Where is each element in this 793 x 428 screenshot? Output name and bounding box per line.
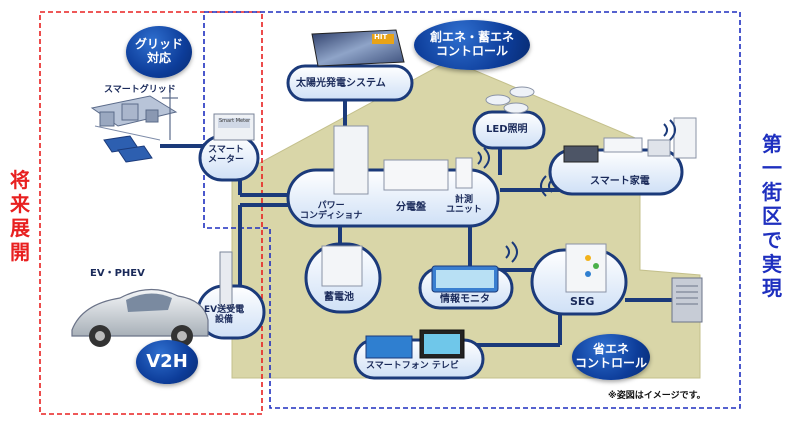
solar-brand-badge: HIT	[374, 33, 388, 41]
measurement-unit-device	[455, 157, 473, 189]
tv-screen	[424, 334, 460, 354]
ev-label: EV・PHEV	[90, 268, 145, 279]
solar-pill	[286, 64, 414, 102]
smartphone-device	[365, 335, 413, 359]
smart-meter-label: スマート メーター	[208, 145, 245, 165]
smart-appliances-label: スマート家電	[590, 176, 650, 187]
ev-charger-device	[219, 251, 233, 309]
district-region-border	[203, 11, 741, 409]
grid-badge: グリッド 対応	[126, 26, 192, 78]
vright-char-4: で	[762, 228, 782, 252]
vright-char-0: 第	[762, 132, 782, 156]
power-conditioner-label: パワー コンディショナ	[300, 201, 363, 221]
smart-appliances-illustration	[563, 117, 697, 163]
vleft-char-1: 来	[10, 192, 30, 216]
ev-charger-label: EV送受電 設備	[204, 305, 245, 325]
smart-grid-label: スマートグリッド	[104, 85, 176, 95]
power-conditioner-device	[333, 125, 369, 195]
smart-grid-illustration	[90, 90, 178, 163]
wireless-signal-icons	[477, 119, 676, 263]
future-region-label: 将来展開	[8, 168, 32, 264]
vright-char-3: 区	[762, 204, 782, 228]
vleft-char-0: 将	[10, 168, 30, 192]
vleft-char-3: 開	[10, 240, 30, 264]
smart-meter-screen-text: Smart Meter	[219, 118, 251, 124]
vright-char-2: 街	[762, 180, 782, 204]
v2h-badge: V2H	[136, 340, 198, 384]
seg-label: SEG	[570, 295, 595, 308]
save-badge: 省エネ コントロール	[572, 334, 650, 380]
seg-indicator-lights	[585, 255, 599, 277]
solar-label: 太陽光発電システム	[296, 78, 386, 89]
vright-char-6: 現	[762, 276, 782, 300]
distribution-board-label: 分電盤	[396, 202, 426, 213]
info-monitor-screen	[436, 270, 494, 288]
server-device	[671, 277, 703, 323]
solar-panel-illustration	[311, 29, 405, 67]
smart-meter-display	[218, 118, 250, 128]
led-label: LED照明	[486, 124, 528, 135]
smartphone-tv-label: スマートフォン テレビ	[366, 361, 459, 371]
seg-device	[565, 243, 607, 293]
vright-char-1: 一	[762, 156, 782, 180]
district-region-label: 第一街区で実現	[760, 132, 784, 300]
vleft-char-2: 展	[10, 216, 30, 240]
battery-device	[321, 245, 363, 287]
led-light-illustration	[485, 86, 535, 114]
distribution-board-device	[383, 159, 449, 191]
car-illustration	[71, 288, 209, 347]
create-store-badge: 創エネ・蓄エネ コントロール	[414, 20, 530, 70]
footnote: ※姿図はイメージです。	[608, 391, 706, 401]
measurement-unit-label: 計測 ユニット	[446, 195, 483, 215]
server-vents	[676, 285, 698, 305]
battery-label: 蓄電池	[324, 292, 354, 303]
info-monitor-label: 情報モニタ	[440, 294, 490, 305]
vright-char-5: 実	[762, 252, 782, 276]
